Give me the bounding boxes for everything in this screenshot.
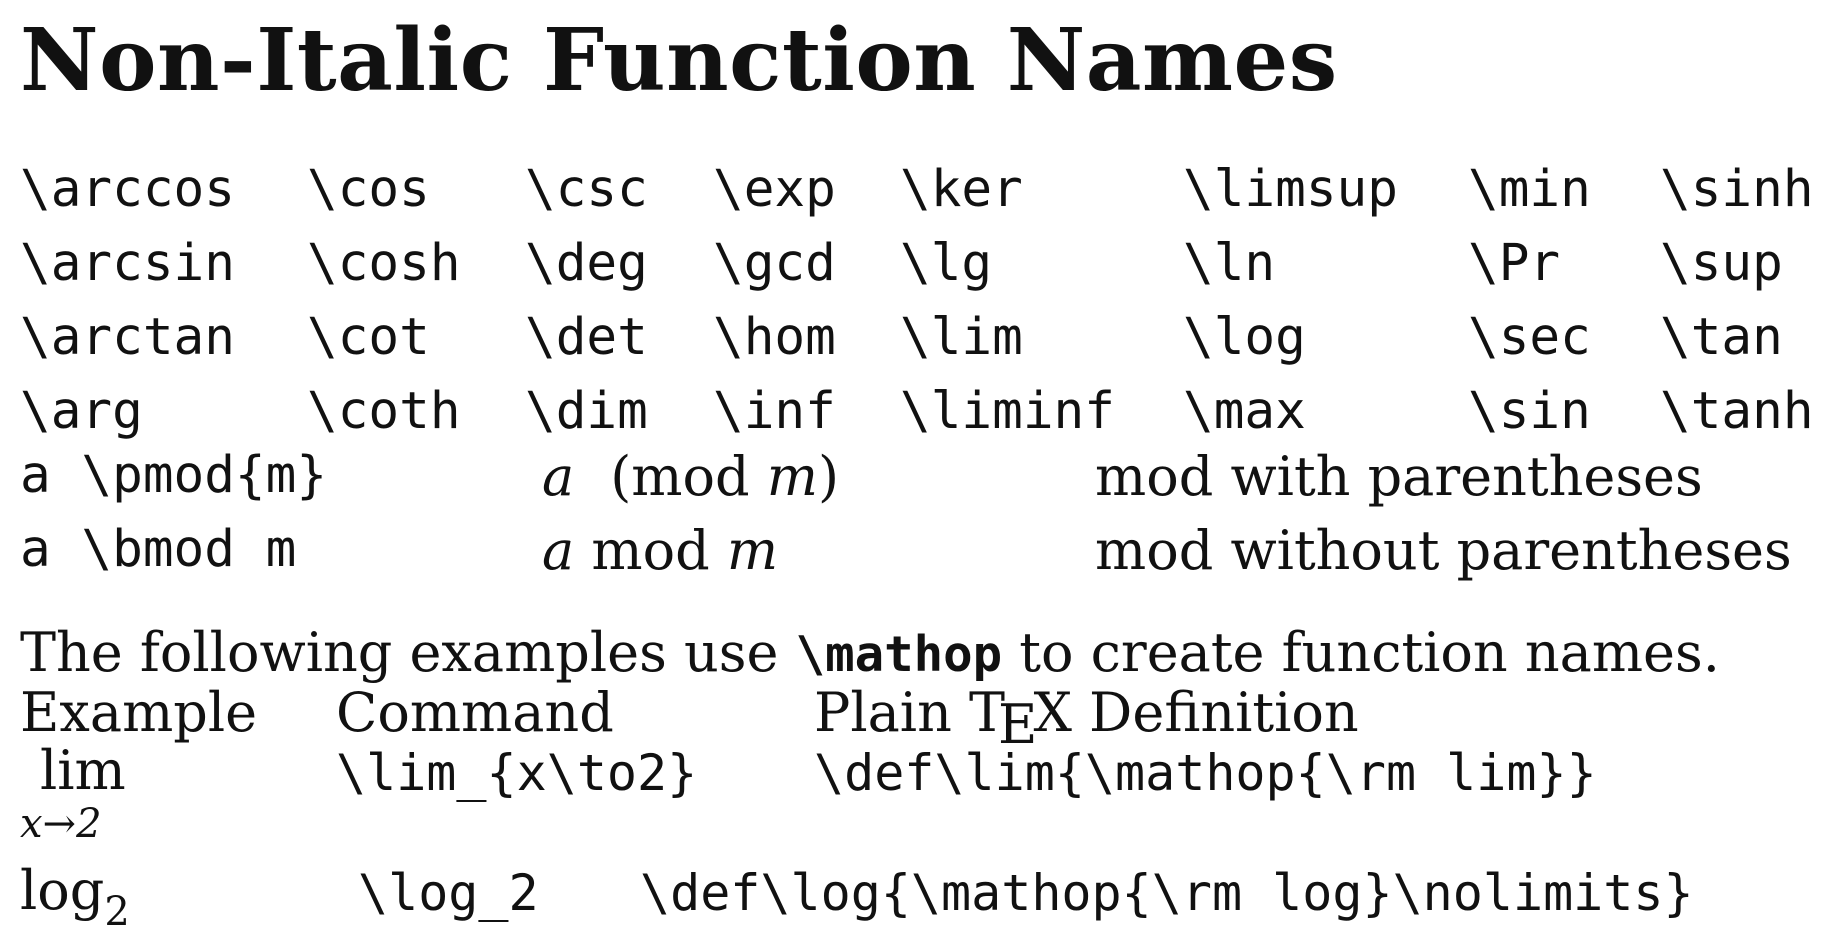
command-gcd: \gcd bbox=[713, 234, 836, 293]
definition-e: E bbox=[998, 693, 1038, 756]
command-max: \max bbox=[1183, 382, 1306, 441]
command-cosh: \cosh bbox=[307, 234, 461, 293]
command-log: \log bbox=[1183, 308, 1306, 367]
definition-prefix: Plain T bbox=[814, 681, 1006, 744]
command-arg: \arg bbox=[20, 382, 143, 441]
bmod-row: a \bmod m a mod m mod without parenthese… bbox=[20, 524, 1820, 594]
pmod-row: a \pmod{m} a(mod m) mod with parentheses bbox=[20, 450, 1820, 520]
example-lim-main: lim bbox=[40, 739, 126, 802]
command-min: \min bbox=[1468, 160, 1591, 219]
example-log-name: log bbox=[20, 859, 105, 922]
example-lim-command: \lim_{x\to2} bbox=[336, 744, 698, 802]
page-title: Non-Italic Function Names bbox=[20, 10, 1338, 111]
bmod-description: mod without parentheses bbox=[1095, 519, 1792, 582]
command-exp: \exp bbox=[713, 160, 836, 219]
command-hom: \hom bbox=[713, 308, 836, 367]
pmod-variable-m: m bbox=[766, 445, 818, 508]
bmod-variable-a: a bbox=[542, 519, 575, 582]
pmod-variable-a: a bbox=[542, 445, 575, 508]
pmod-open: (mod bbox=[610, 445, 767, 508]
command-inf: \inf bbox=[713, 382, 836, 441]
command-dim: \dim bbox=[525, 382, 648, 441]
command-sin: \sin bbox=[1468, 382, 1591, 441]
command-lg: \lg bbox=[900, 234, 993, 293]
function-command-grid: \arccos \cos \csc \exp \ker \limsup \min… bbox=[20, 164, 1820, 484]
pmod-close: ) bbox=[817, 445, 840, 508]
pmod-description: mod with parentheses bbox=[1095, 445, 1703, 508]
bmod-variable-m: m bbox=[726, 519, 779, 582]
command-cos: \cos bbox=[307, 160, 430, 219]
header-definition: Plain TEX Definition bbox=[814, 686, 1359, 752]
command-pr: \Pr bbox=[1468, 234, 1561, 293]
command-csc: \csc bbox=[525, 160, 648, 219]
header-command: Command bbox=[336, 681, 614, 744]
command-limsup: \limsup bbox=[1183, 160, 1398, 219]
intro-text-before: The following examples use bbox=[20, 621, 796, 684]
example-log-command: \log_2 bbox=[358, 864, 539, 922]
command-arctan: \arctan bbox=[20, 308, 235, 367]
command-sinh: \sinh bbox=[1660, 160, 1814, 219]
command-ker: \ker bbox=[900, 160, 1023, 219]
command-coth: \coth bbox=[307, 382, 461, 441]
command-sec: \sec bbox=[1468, 308, 1591, 367]
mathop-intro: The following examples use \mathop to cr… bbox=[20, 626, 1720, 680]
command-ln: \ln bbox=[1183, 234, 1276, 293]
example-log-main: log2 bbox=[20, 864, 130, 933]
bmod-code: a \bmod m bbox=[20, 520, 297, 579]
command-arccos: \arccos bbox=[20, 160, 235, 219]
pmod-rendered: a(mod m) bbox=[542, 450, 839, 504]
intro-code: \mathop bbox=[795, 626, 1003, 683]
example-log-definition: \def\log{\mathop{\rm log}\nolimits} bbox=[640, 864, 1694, 922]
command-sup: \sup bbox=[1660, 234, 1783, 293]
header-example: Example bbox=[20, 681, 258, 744]
command-det: \det bbox=[525, 308, 648, 367]
command-arcsin: \arcsin bbox=[20, 234, 235, 293]
command-tanh: \tanh bbox=[1660, 382, 1814, 441]
example-log-subscript: 2 bbox=[104, 889, 130, 935]
pmod-code: a \pmod{m} bbox=[20, 446, 328, 505]
command-lim: \lim bbox=[900, 308, 1023, 367]
intro-text-after: to create function names. bbox=[1002, 621, 1720, 684]
command-tan: \tan bbox=[1660, 308, 1783, 367]
example-lim-below: x→2 bbox=[20, 801, 102, 847]
example-lim-definition: \def\lim{\mathop{\rm lim}} bbox=[814, 744, 1597, 802]
bmod-operator: mod bbox=[574, 519, 727, 582]
command-deg: \deg bbox=[525, 234, 648, 293]
definition-suffix: X Definition bbox=[1033, 681, 1359, 744]
command-cot: \cot bbox=[307, 308, 430, 367]
command-liminf: \liminf bbox=[900, 382, 1115, 441]
bmod-rendered: a mod m bbox=[542, 524, 778, 578]
